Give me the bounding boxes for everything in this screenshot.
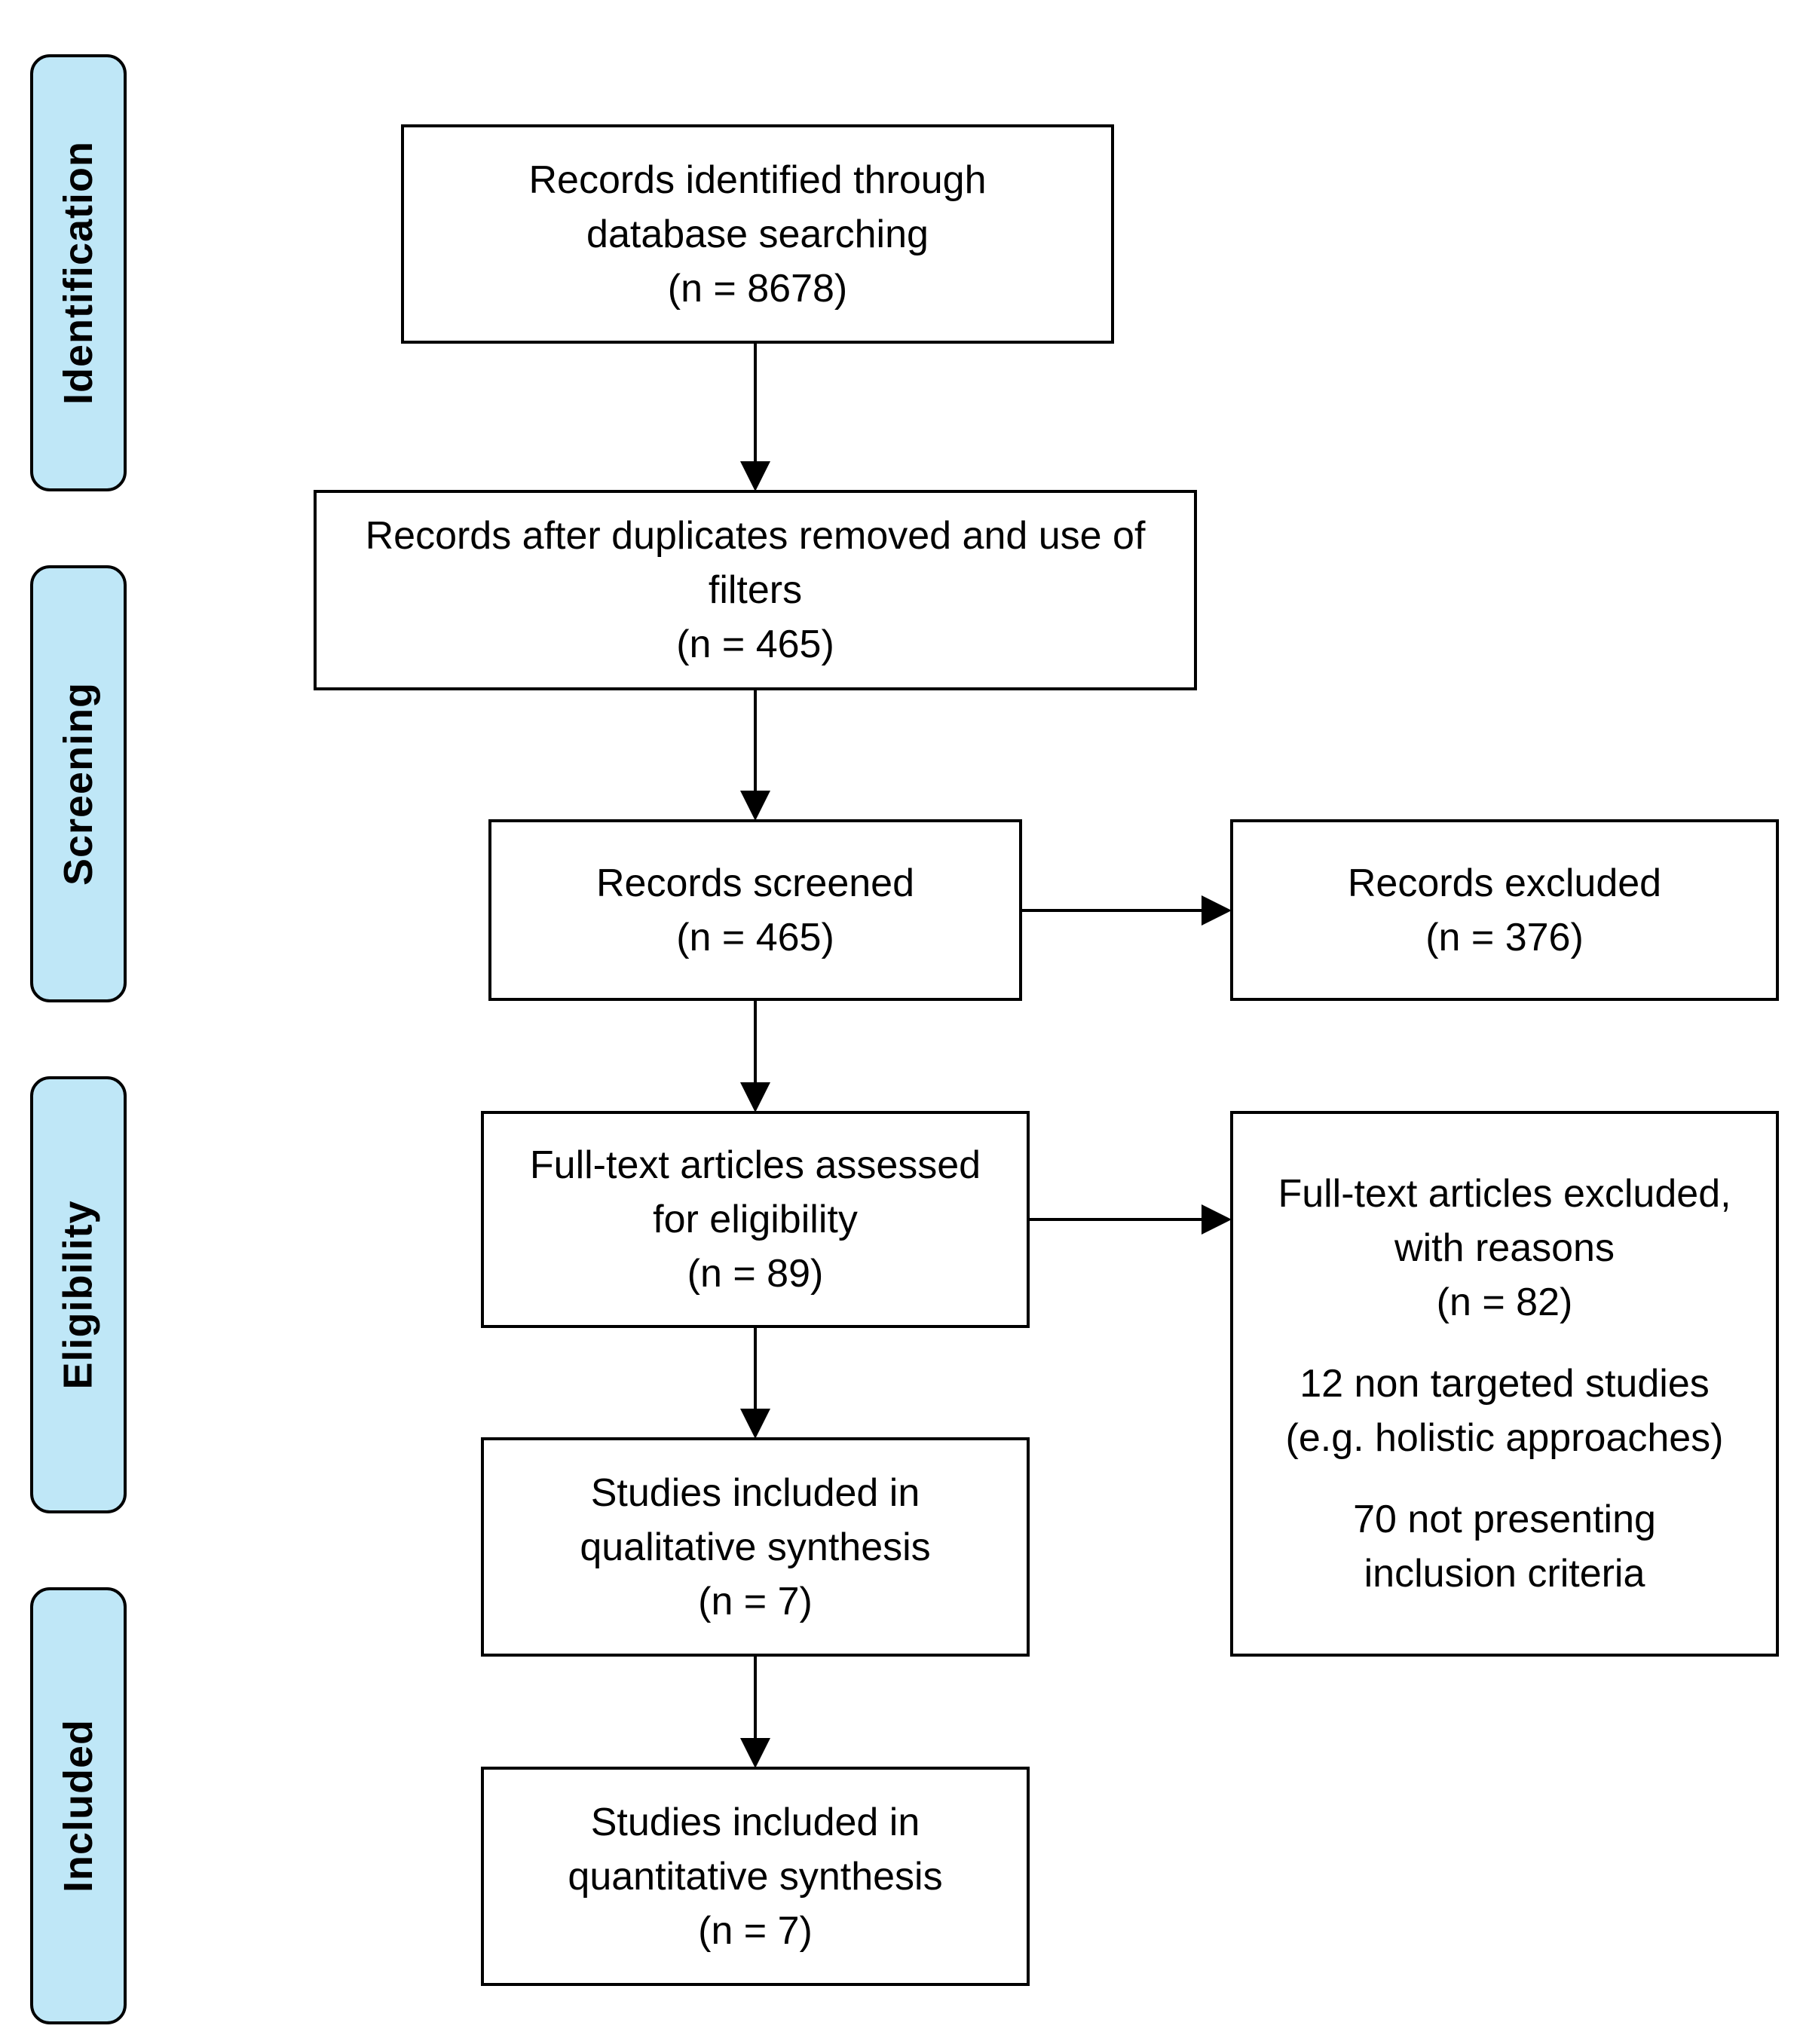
full-text-excluded-line2: with reasons bbox=[1394, 1226, 1615, 1270]
records-identified-line2: database searching bbox=[586, 212, 929, 256]
records-excluded-count: (n = 376) bbox=[1425, 915, 1584, 959]
records-identified-count: (n = 8678) bbox=[667, 266, 848, 311]
box-quantitative-synthesis: Studies included in quantitative synthes… bbox=[481, 1767, 1030, 1986]
quantitative-line1: Studies included in bbox=[590, 1800, 920, 1844]
stage-identification: Identification bbox=[30, 54, 127, 491]
records-identified-line1: Records identified through bbox=[528, 158, 987, 202]
stage-eligibility: Eligibility bbox=[30, 1076, 127, 1513]
records-screened-line1: Records screened bbox=[596, 861, 914, 905]
quantitative-line2: quantitative synthesis bbox=[568, 1854, 943, 1899]
quantitative-count: (n = 7) bbox=[698, 1908, 813, 1953]
box-full-text-assessed: Full-text articles assessed for eligibil… bbox=[481, 1111, 1030, 1328]
full-text-assessed-line1: Full-text articles assessed bbox=[529, 1143, 981, 1187]
exclusion-reason-2-line1: 70 not presenting bbox=[1353, 1498, 1656, 1541]
box-records-identified: Records identified through database sear… bbox=[401, 124, 1114, 344]
exclusion-reason-2-line2: inclusion criteria bbox=[1364, 1552, 1645, 1596]
stage-included: Included bbox=[30, 1587, 127, 2024]
full-text-assessed-line2: for eligibility bbox=[653, 1198, 858, 1241]
exclusion-reason-1-line2: (e.g. holistic approaches) bbox=[1285, 1416, 1724, 1460]
exclusion-reason-1-line1: 12 non targeted studies bbox=[1299, 1362, 1710, 1406]
qualitative-line2: qualitative synthesis bbox=[580, 1525, 931, 1569]
records-excluded-line1: Records excluded bbox=[1347, 861, 1662, 905]
box-records-screened: Records screened (n = 465) bbox=[488, 819, 1022, 1001]
qualitative-count: (n = 7) bbox=[698, 1579, 813, 1623]
records-screened-count: (n = 465) bbox=[676, 915, 834, 959]
qualitative-line1: Studies included in bbox=[590, 1470, 920, 1515]
box-qualitative-synthesis: Studies included in qualitative synthesi… bbox=[481, 1437, 1030, 1657]
after-duplicates-count: (n = 465) bbox=[676, 623, 834, 666]
full-text-excluded-line1: Full-text articles excluded, bbox=[1278, 1172, 1731, 1216]
after-duplicates-line1: Records after duplicates removed and use… bbox=[365, 514, 1146, 558]
box-after-duplicates: Records after duplicates removed and use… bbox=[314, 490, 1197, 690]
box-records-excluded: Records excluded (n = 376) bbox=[1230, 819, 1779, 1001]
stage-screening: Screening bbox=[30, 565, 127, 1002]
full-text-assessed-count: (n = 89) bbox=[687, 1252, 824, 1296]
full-text-excluded-count: (n = 82) bbox=[1436, 1281, 1573, 1324]
box-full-text-excluded: Full-text articles excluded, with reason… bbox=[1230, 1111, 1779, 1657]
after-duplicates-line2: filters bbox=[708, 568, 803, 612]
